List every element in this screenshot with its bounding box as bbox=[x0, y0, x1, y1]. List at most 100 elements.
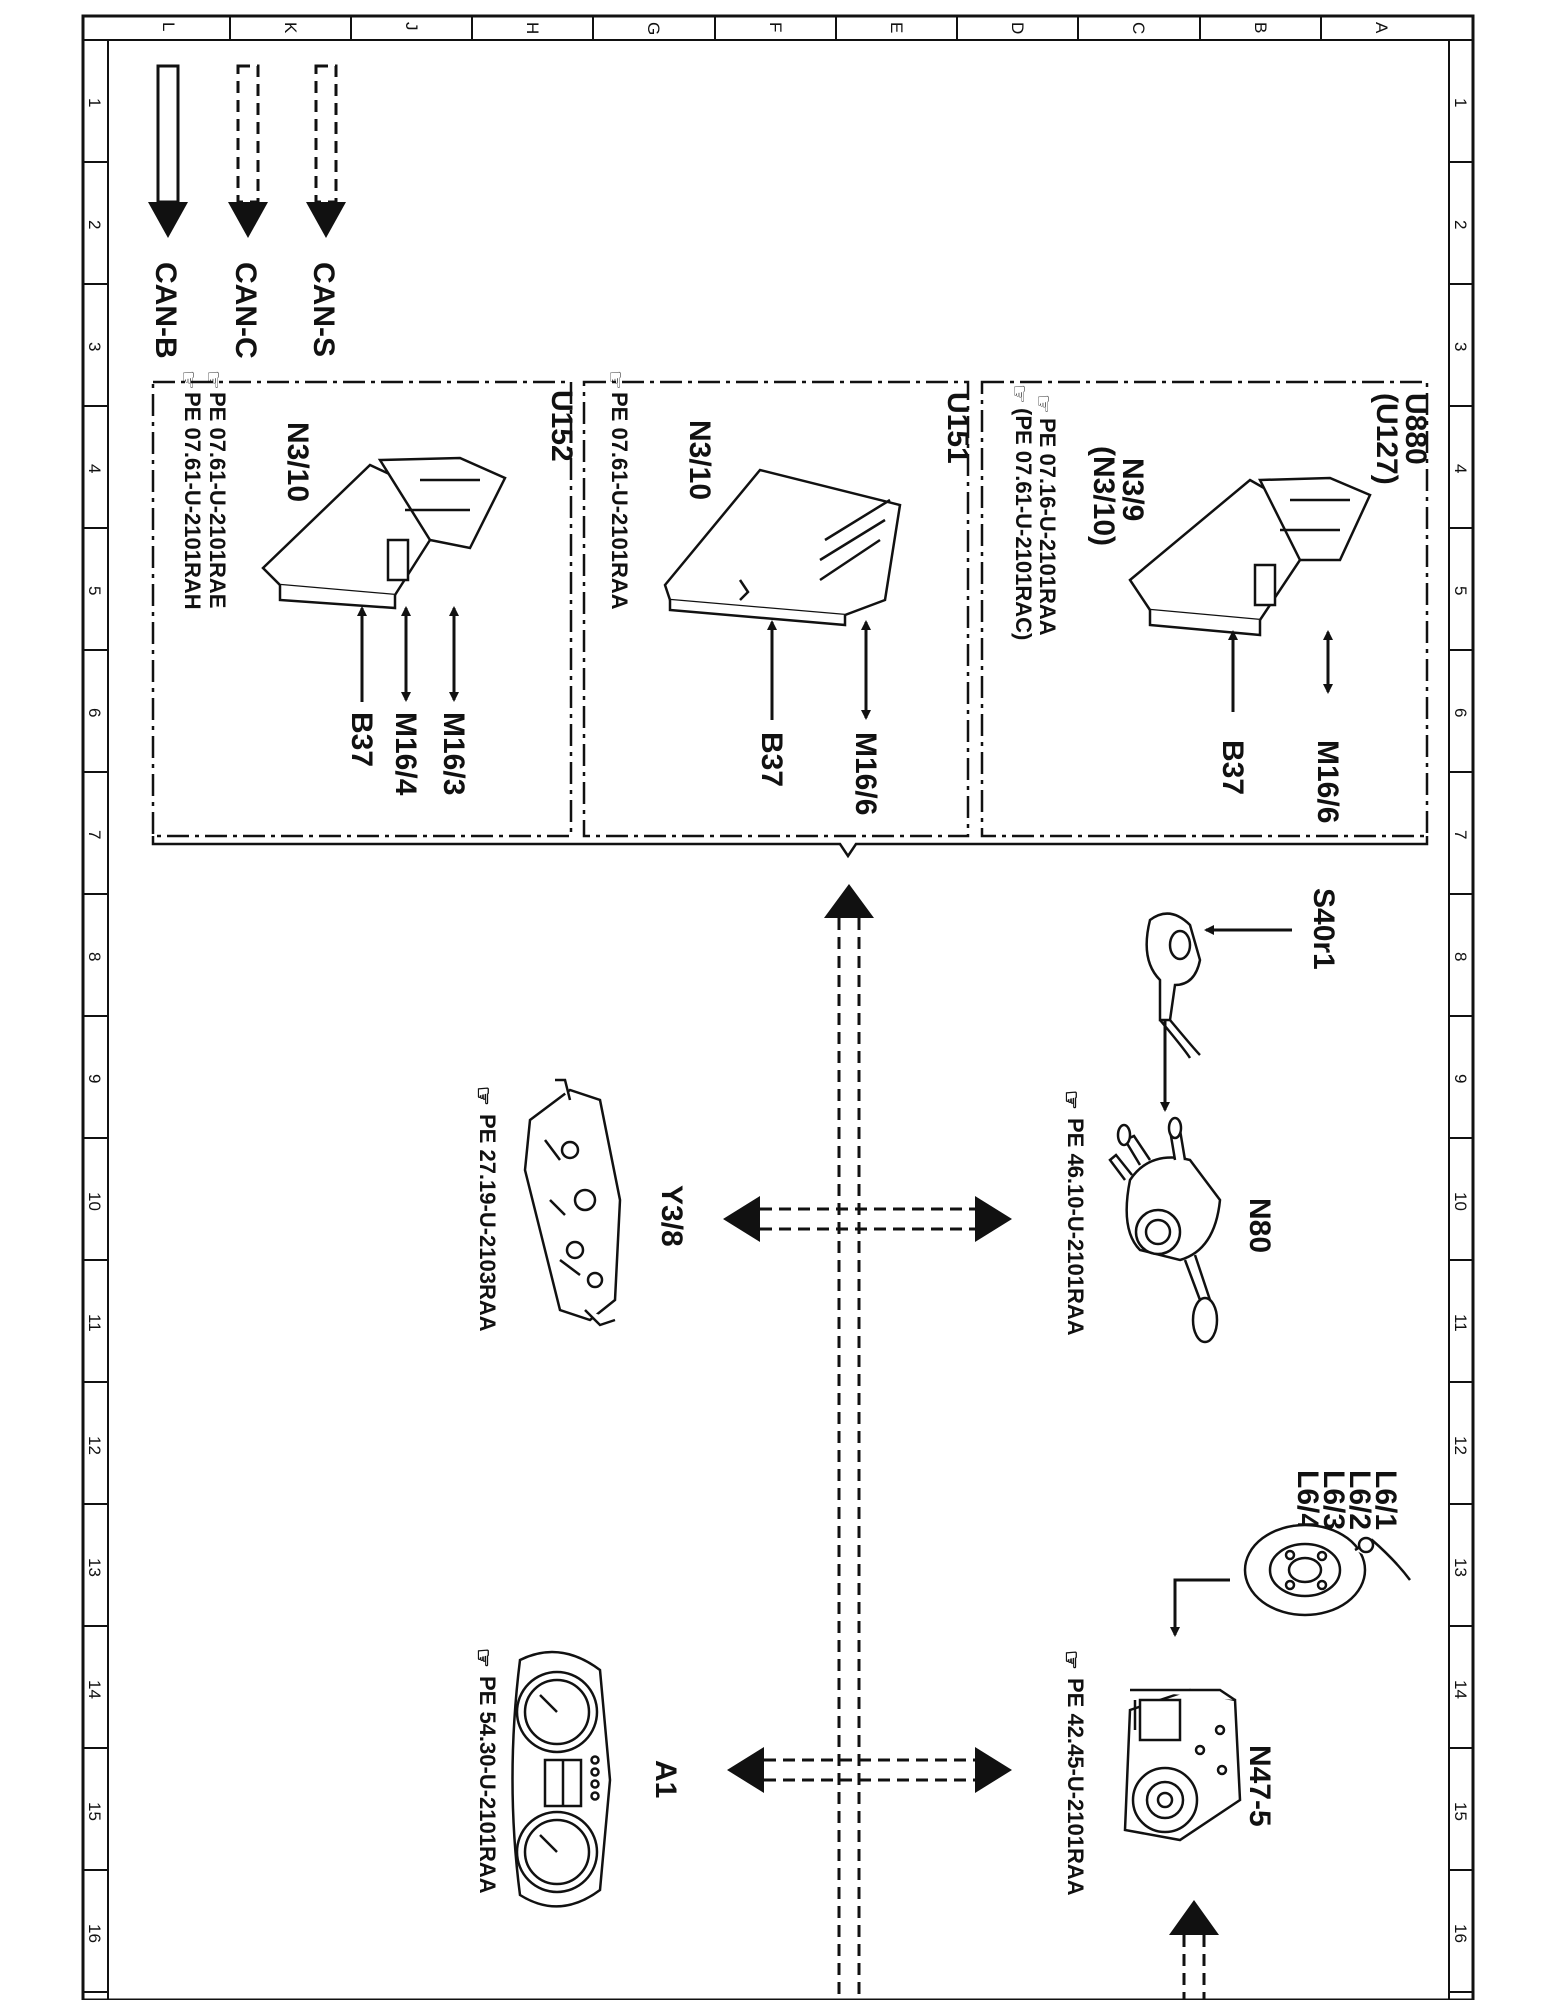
grid-number-13-left: 13 bbox=[85, 1558, 104, 1577]
grid-letter-a: A bbox=[1372, 22, 1391, 34]
u152-ref-1: PE 07.61-U-2101RAE bbox=[205, 392, 230, 608]
svg-text:☞: ☞ bbox=[471, 1086, 496, 1106]
legend-can-s-label: CAN-S bbox=[307, 262, 340, 357]
n80-ref-text: PE 46.10-U-2101RAA bbox=[1063, 1118, 1088, 1336]
column-ticks bbox=[229, 16, 1322, 40]
y38-ref: ☞ PE 27.19-U-2103RAA bbox=[471, 1086, 500, 1332]
pointer-icons: ☞ ☞ ☞ ☞ ☞ bbox=[176, 370, 1056, 414]
esp-unit-icon bbox=[1123, 1688, 1242, 1842]
u880-ref-1: PE 07.16-U-2101RAA bbox=[1035, 418, 1060, 636]
grid-number-3-right: 3 bbox=[1451, 342, 1470, 351]
grid-letter-k: K bbox=[281, 22, 300, 34]
component-l6: L6/1 L6/2 L6/3 L6/4 bbox=[1170, 1470, 1411, 1637]
grid-number-15-left: 15 bbox=[85, 1802, 104, 1821]
a1-ref: ☞ PE 54.30-U-2101RAA bbox=[471, 1648, 500, 1894]
u151-signal-2: B37 bbox=[755, 732, 788, 787]
grid-number-9-left: 9 bbox=[85, 1074, 104, 1083]
y38-label: Y3/8 bbox=[655, 1185, 688, 1247]
l6-label-1: L6/1 bbox=[1369, 1470, 1402, 1530]
legend-can-c-label: CAN-C bbox=[229, 262, 262, 359]
grid-row-numbers: 1 1 2 2 3 3 4 4 5 5 6 6 7 7 8 8 9 9 10 1… bbox=[85, 98, 1470, 1943]
grid-letter-f: F bbox=[766, 22, 785, 32]
u152-signal-1: M16/3 bbox=[437, 712, 470, 795]
can-bus-trunk bbox=[837, 918, 861, 2000]
grid-number-3-left: 3 bbox=[85, 342, 104, 351]
grid-number-9-right: 9 bbox=[1451, 1074, 1470, 1083]
can-branch-arrow-left bbox=[727, 1747, 764, 1793]
u880-title-alt: (U127) bbox=[1370, 393, 1403, 485]
grid-number-5-right: 5 bbox=[1451, 586, 1470, 595]
row-ticks bbox=[83, 161, 1473, 1993]
component-n47-5: N47-5 ☞ PE 42.45-U-2101RAA bbox=[1059, 1650, 1276, 1896]
u152-refs: PE 07.61-U-2101RAE PE 07.61-U-2101RAH bbox=[180, 392, 230, 610]
grid-number-4-left: 4 bbox=[85, 464, 104, 473]
grid-number-12-right: 12 bbox=[1451, 1436, 1470, 1455]
grid-number-6-left: 6 bbox=[85, 708, 104, 717]
grid-number-1-right: 1 bbox=[1451, 98, 1470, 107]
n47-5-label: N47-5 bbox=[1243, 1745, 1276, 1827]
l6-label-4: L6/4 bbox=[1291, 1470, 1324, 1530]
grid-letter-j: J bbox=[402, 22, 421, 31]
group-brace bbox=[151, 836, 1429, 859]
can-branch-arrow-right bbox=[975, 1196, 1012, 1242]
a1-label: A1 bbox=[649, 1760, 682, 1798]
svg-text:☞: ☞ bbox=[1059, 1090, 1084, 1110]
valve-body-icon bbox=[523, 1078, 622, 1327]
grid-column-letters: L K J H G F E D C B A bbox=[159, 22, 1391, 35]
l6-arrow bbox=[1170, 1578, 1230, 1637]
can-branch-arrow-right bbox=[975, 1747, 1012, 1793]
grid-number-2-right: 2 bbox=[1451, 220, 1470, 229]
module-box-u880 bbox=[980, 380, 1429, 838]
sheet-frame bbox=[81, 14, 1475, 2000]
u152-signal-2: M16/4 bbox=[389, 712, 422, 796]
l6-label-2: L6/2 bbox=[1343, 1470, 1376, 1530]
can-bus-stub-arrow-up bbox=[1169, 1900, 1219, 1935]
grid-number-7-left: 7 bbox=[85, 830, 104, 839]
hand-pointer-icon: ☞ bbox=[603, 370, 628, 390]
u152-title: U152 bbox=[545, 390, 578, 462]
u880-unit: N3/9 bbox=[1116, 458, 1149, 521]
y38-ref-text: PE 27.19-U-2103RAA bbox=[475, 1114, 500, 1332]
u880-title: U880 bbox=[1399, 393, 1432, 465]
module-u151: U151 N3/10 PE 07.61-U-2101RAA M16/6 B37 bbox=[607, 392, 974, 815]
switch-icon bbox=[1145, 912, 1202, 1059]
grid-number-7-right: 7 bbox=[1451, 830, 1470, 839]
legend: CAN-S CAN-C CAN-B bbox=[148, 64, 346, 359]
grid-letter-l: L bbox=[159, 22, 178, 31]
can-bus-stub bbox=[1182, 1935, 1206, 2000]
grid-letter-g: G bbox=[644, 22, 663, 35]
ecu-icon bbox=[663, 468, 902, 627]
can-branch-row-15 bbox=[764, 1758, 975, 1782]
grid-number-8-right: 8 bbox=[1451, 952, 1470, 961]
u880-signal-1: M16/6 bbox=[1311, 740, 1344, 823]
grid-letter-e: E bbox=[887, 22, 906, 33]
grid-letter-b: B bbox=[1251, 22, 1270, 33]
can-branch-arrow-left bbox=[723, 1196, 760, 1242]
can-bus-arrow-up bbox=[824, 884, 874, 918]
u151-unit: N3/10 bbox=[683, 420, 716, 500]
ecu-icon bbox=[1128, 476, 1372, 637]
component-y38: Y3/8 ☞ PE 27.19-U-2103RAA bbox=[471, 1078, 688, 1332]
n47-5-ref: ☞ PE 42.45-U-2101RAA bbox=[1059, 1650, 1088, 1896]
grid-letter-h: H bbox=[523, 22, 542, 34]
u151-ref-1: PE 07.61-U-2101RAA bbox=[607, 392, 632, 610]
grid-number-13-right: 13 bbox=[1451, 1558, 1470, 1577]
hand-pointer-icon: ☞ bbox=[1007, 384, 1032, 404]
grid-number-11-left: 11 bbox=[85, 1314, 104, 1332]
u152-ref-2: PE 07.61-U-2101RAH bbox=[180, 392, 205, 610]
u880-signal-2: B37 bbox=[1216, 740, 1249, 795]
n80-label: N80 bbox=[1243, 1198, 1276, 1253]
grid-number-14-right: 14 bbox=[1451, 1680, 1470, 1699]
svg-text:☞: ☞ bbox=[1059, 1650, 1084, 1670]
grid-number-14-left: 14 bbox=[85, 1680, 104, 1699]
component-a1: A1 ☞ PE 54.30-U-2101RAA bbox=[471, 1648, 682, 1908]
module-boxes bbox=[151, 380, 1429, 838]
grid-number-10-left: 10 bbox=[85, 1192, 104, 1211]
n47-5-ref-text: PE 42.45-U-2101RAA bbox=[1063, 1678, 1088, 1896]
instrument-cluster-icon bbox=[511, 1650, 612, 1908]
l6-label-3: L6/3 bbox=[1317, 1470, 1350, 1530]
u880-refs: PE 07.16-U-2101RAA (PE 07.61-U-2101RAC) bbox=[1011, 408, 1060, 640]
hand-pointer-icon: ☞ bbox=[201, 370, 226, 390]
u880-unit-alt: (N3/10) bbox=[1087, 446, 1120, 546]
